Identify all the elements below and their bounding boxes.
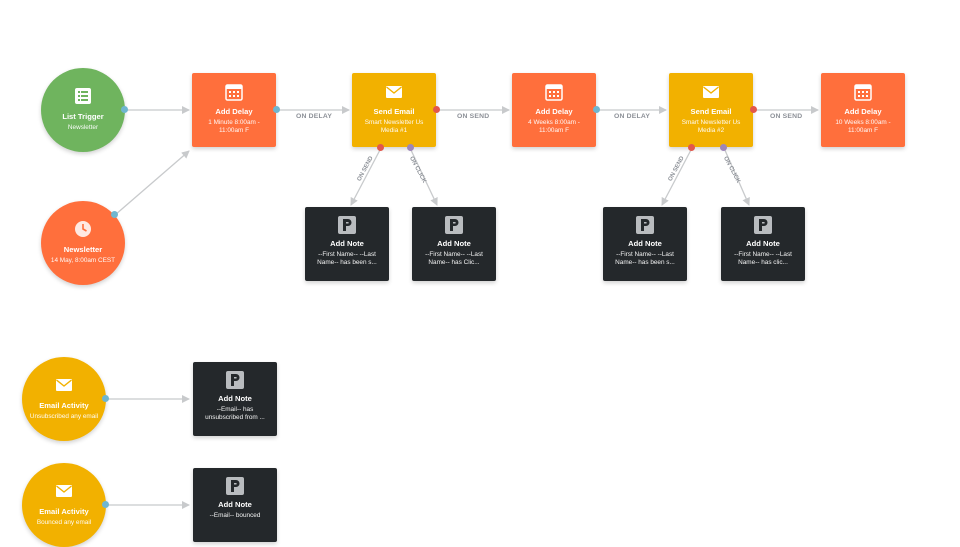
- edge-label-on-send: ON SEND: [356, 155, 375, 183]
- node-title: Email Activity: [39, 401, 89, 410]
- node-subtitle: 14 May, 8:00am CEST: [50, 257, 116, 264]
- calendar-icon: [225, 84, 243, 101]
- node-subtitle: --First Name-- --Last Name-- has been s.…: [615, 251, 675, 266]
- output-port[interactable]: [273, 106, 280, 113]
- node-subtitle: --Email-- has unsubscribed from ...: [205, 406, 265, 421]
- node-title: Add Note: [218, 394, 252, 403]
- output-port[interactable]: [688, 144, 695, 151]
- node-subtitle: Bounced any email: [36, 519, 92, 526]
- output-port[interactable]: [593, 106, 600, 113]
- node-subtitle: --First Name-- --Last Name-- has been s.…: [317, 251, 377, 266]
- output-port[interactable]: [750, 106, 757, 113]
- node-subtitle: 4 Weeks 8:00am - 11:00am F: [528, 119, 580, 134]
- edge-label-on-send: ON SEND: [770, 113, 803, 120]
- node-title: Add Note: [330, 239, 364, 248]
- add-note-node[interactable]: Add Note --Email-- has unsubscribed from…: [193, 362, 277, 436]
- output-port[interactable]: [377, 144, 384, 151]
- email-activity-node[interactable]: Email Activity Bounced any email: [22, 463, 106, 547]
- edge-label-on-delay: ON DELAY: [614, 113, 651, 120]
- email-activity-node[interactable]: Email Activity Unsubscribed any email: [22, 357, 106, 441]
- add-delay-node[interactable]: Add Delay 4 Weeks 8:00am - 11:00am F: [512, 73, 596, 147]
- node-title: List Trigger: [62, 112, 104, 121]
- node-subtitle: 1 Minute 8:00am - 11:00am F: [208, 119, 260, 134]
- list-icon: [75, 88, 91, 104]
- note-icon: [338, 216, 356, 234]
- node-title: Send Email: [373, 107, 415, 116]
- node-subtitle: --Email-- bounced: [209, 512, 261, 519]
- node-subtitle: --First Name-- --Last Name-- has clic...: [734, 251, 792, 266]
- send-email-node[interactable]: Send Email Smart Newsletter Us Media #1: [352, 73, 436, 147]
- send-email-node[interactable]: Send Email Smart Newsletter Us Media #2: [669, 73, 753, 147]
- envelope-icon: [56, 485, 72, 497]
- node-title: Add Note: [437, 239, 471, 248]
- node-subtitle: 10 Weeks 8:00am - 11:00am F: [835, 119, 891, 134]
- connector: [114, 150, 190, 216]
- node-subtitle: Newsletter: [67, 124, 99, 131]
- calendar-icon: [854, 84, 872, 101]
- edge-label-on-send: ON SEND: [457, 113, 490, 120]
- note-icon: [754, 216, 772, 234]
- node-title: Add Delay: [535, 107, 573, 116]
- note-icon: [226, 477, 244, 495]
- output-port[interactable]: [111, 211, 118, 218]
- clock-icon: [75, 221, 91, 237]
- edge-label-on-delay: ON DELAY: [296, 113, 333, 120]
- output-port[interactable]: [407, 144, 414, 151]
- node-subtitle: Smart Newsletter Us Media #1: [364, 119, 424, 134]
- edge-label-on-click: ON CLICK: [722, 155, 741, 185]
- add-delay-node[interactable]: Add Delay 10 Weeks 8:00am - 11:00am F: [821, 73, 905, 147]
- output-port[interactable]: [121, 106, 128, 113]
- envelope-icon: [386, 86, 402, 98]
- note-icon: [226, 371, 244, 389]
- envelope-icon: [56, 379, 72, 391]
- node-title: Add Note: [628, 239, 662, 248]
- output-port[interactable]: [433, 106, 440, 113]
- node-subtitle: Unsubscribed any email: [29, 413, 99, 420]
- list-trigger-node[interactable]: List Trigger Newsletter: [41, 68, 125, 152]
- add-delay-node[interactable]: Add Delay 1 Minute 8:00am - 11:00am F: [192, 73, 276, 147]
- add-note-node[interactable]: Add Note --First Name-- --Last Name-- ha…: [305, 207, 389, 281]
- node-subtitle: --First Name-- --Last Name-- has Clic...: [425, 251, 483, 266]
- edge-label-on-send: ON SEND: [667, 155, 686, 183]
- calendar-icon: [545, 84, 563, 101]
- output-port[interactable]: [102, 501, 109, 508]
- output-port[interactable]: [720, 144, 727, 151]
- connector: [350, 147, 382, 206]
- connector: [661, 147, 693, 206]
- node-title: Add Delay: [215, 107, 253, 116]
- node-title: Add Note: [746, 239, 780, 248]
- node-title: Newsletter: [63, 245, 103, 254]
- node-title: Email Activity: [39, 507, 89, 516]
- add-note-node[interactable]: Add Note --Email-- bounced: [193, 468, 277, 542]
- node-title: Add Note: [218, 500, 252, 509]
- note-icon: [636, 216, 654, 234]
- add-note-node[interactable]: Add Note --First Name-- --Last Name-- ha…: [412, 207, 496, 281]
- add-note-node[interactable]: Add Note --First Name-- --Last Name-- ha…: [603, 207, 687, 281]
- envelope-icon: [703, 86, 719, 98]
- node-subtitle: Smart Newsletter Us Media #2: [681, 119, 741, 134]
- add-note-node[interactable]: Add Note --First Name-- --Last Name-- ha…: [721, 207, 805, 281]
- note-icon: [445, 216, 463, 234]
- node-title: Add Delay: [844, 107, 882, 116]
- output-port[interactable]: [102, 395, 109, 402]
- node-title: Send Email: [690, 107, 732, 116]
- edge-label-on-click: ON CLICK: [408, 155, 427, 185]
